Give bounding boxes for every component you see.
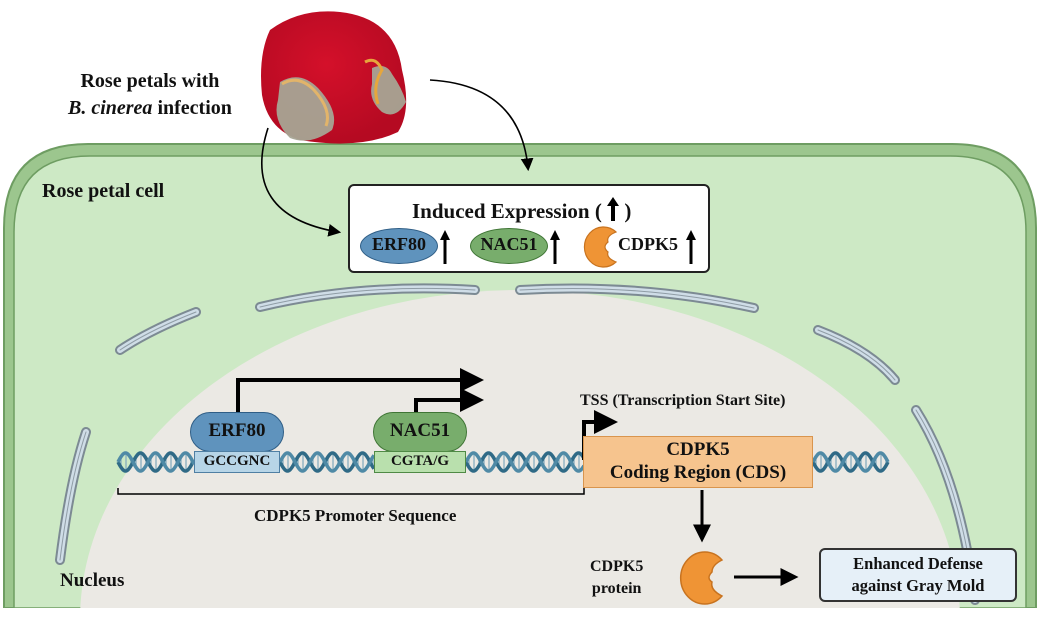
cdpk5-coding-region: CDPK5 Coding Region (CDS)	[583, 436, 813, 488]
dna-segment	[811, 451, 890, 473]
erf80-tf-label: ERF80	[208, 420, 266, 441]
protein-label-line1: CDPK5	[590, 558, 644, 575]
infected-rose-petal-image	[261, 11, 407, 144]
promoter-sequence-label: CDPK5 Promoter Sequence	[254, 506, 457, 525]
cds-subtitle: Coding Region (CDS)	[609, 462, 787, 483]
up-arrow-icon	[607, 197, 620, 227]
nac51-motif-label: CGTA/G	[390, 453, 450, 469]
induced-title-close: )	[624, 199, 632, 223]
dna-strand	[464, 451, 586, 473]
cell-label: Rose petal cell	[42, 180, 165, 202]
dna-helix	[116, 451, 890, 473]
promoter-bracket	[117, 484, 585, 495]
erf80-expression-label: ERF80	[372, 234, 426, 254]
nac51-expression-icon	[470, 228, 548, 264]
dna-segment	[464, 451, 586, 473]
infection-word: infection	[152, 97, 232, 119]
dna-segment	[278, 451, 376, 473]
enhanced-defense-box: Enhanced Defense against Gray Mold	[819, 548, 1017, 602]
induced-expression-title: Induced Expression ( )	[412, 194, 631, 224]
nac51-up-arrow-icon	[550, 230, 560, 264]
dna-strand	[116, 451, 196, 473]
cdpk5-protein-label: CDPK5 protein	[590, 556, 643, 600]
nac51-activation-arrow	[414, 388, 484, 416]
nucleus-label: Nucleus	[60, 570, 125, 591]
erf80-expression-icon	[360, 228, 438, 264]
protein-label-line2: protein	[591, 580, 642, 597]
outcome-line2: against Gray Mold	[851, 576, 985, 595]
nac51-binding-motif	[374, 451, 466, 473]
dna-strand	[464, 451, 586, 473]
nac51-transcription-factor	[373, 412, 467, 452]
outcome-line1: Enhanced Defense	[853, 554, 983, 573]
cdpk5-protein-icon	[679, 551, 724, 605]
dna-strand	[278, 451, 376, 473]
dna-strand	[811, 451, 890, 473]
tss-label: TSS (Transcription Start Site)	[580, 392, 786, 409]
induced-expression-box: Induced Expression ( ) ERF80 NAC51 CDPK5	[348, 184, 710, 273]
nac51-expression-label: NAC51	[480, 234, 538, 254]
cdpk5-up-arrow-icon	[686, 230, 696, 264]
erf80-motif-label: GCCGNC	[203, 453, 271, 469]
erf80-up-arrow-icon	[440, 230, 450, 264]
infection-label-line1: Rose petals with	[80, 70, 220, 92]
nac51-tf-label: NAC51	[389, 420, 451, 441]
cds-title: CDPK5	[666, 439, 730, 460]
dna-strand	[116, 451, 196, 473]
pathogen-name: B. cinerea	[68, 97, 153, 119]
erf80-binding-motif	[194, 451, 280, 473]
erf80-transcription-factor	[190, 412, 284, 452]
infection-label: Rose petals with B. cinerea infection	[68, 68, 232, 122]
erf80-activation-arrow	[236, 368, 484, 416]
cdpk5-expression-label: CDPK5	[618, 234, 678, 254]
arrow-petal-to-expression-top	[429, 79, 534, 172]
nuclear-envelope	[55, 283, 980, 605]
cdpk5-expression-icon	[583, 226, 618, 268]
induced-title-text: Induced Expression (	[412, 199, 602, 223]
arrow-petal-to-expression-left	[260, 127, 342, 237]
dna-segment	[116, 451, 196, 473]
infection-label-line2: B. cinerea infection	[68, 95, 232, 122]
dna-strand	[811, 451, 890, 473]
